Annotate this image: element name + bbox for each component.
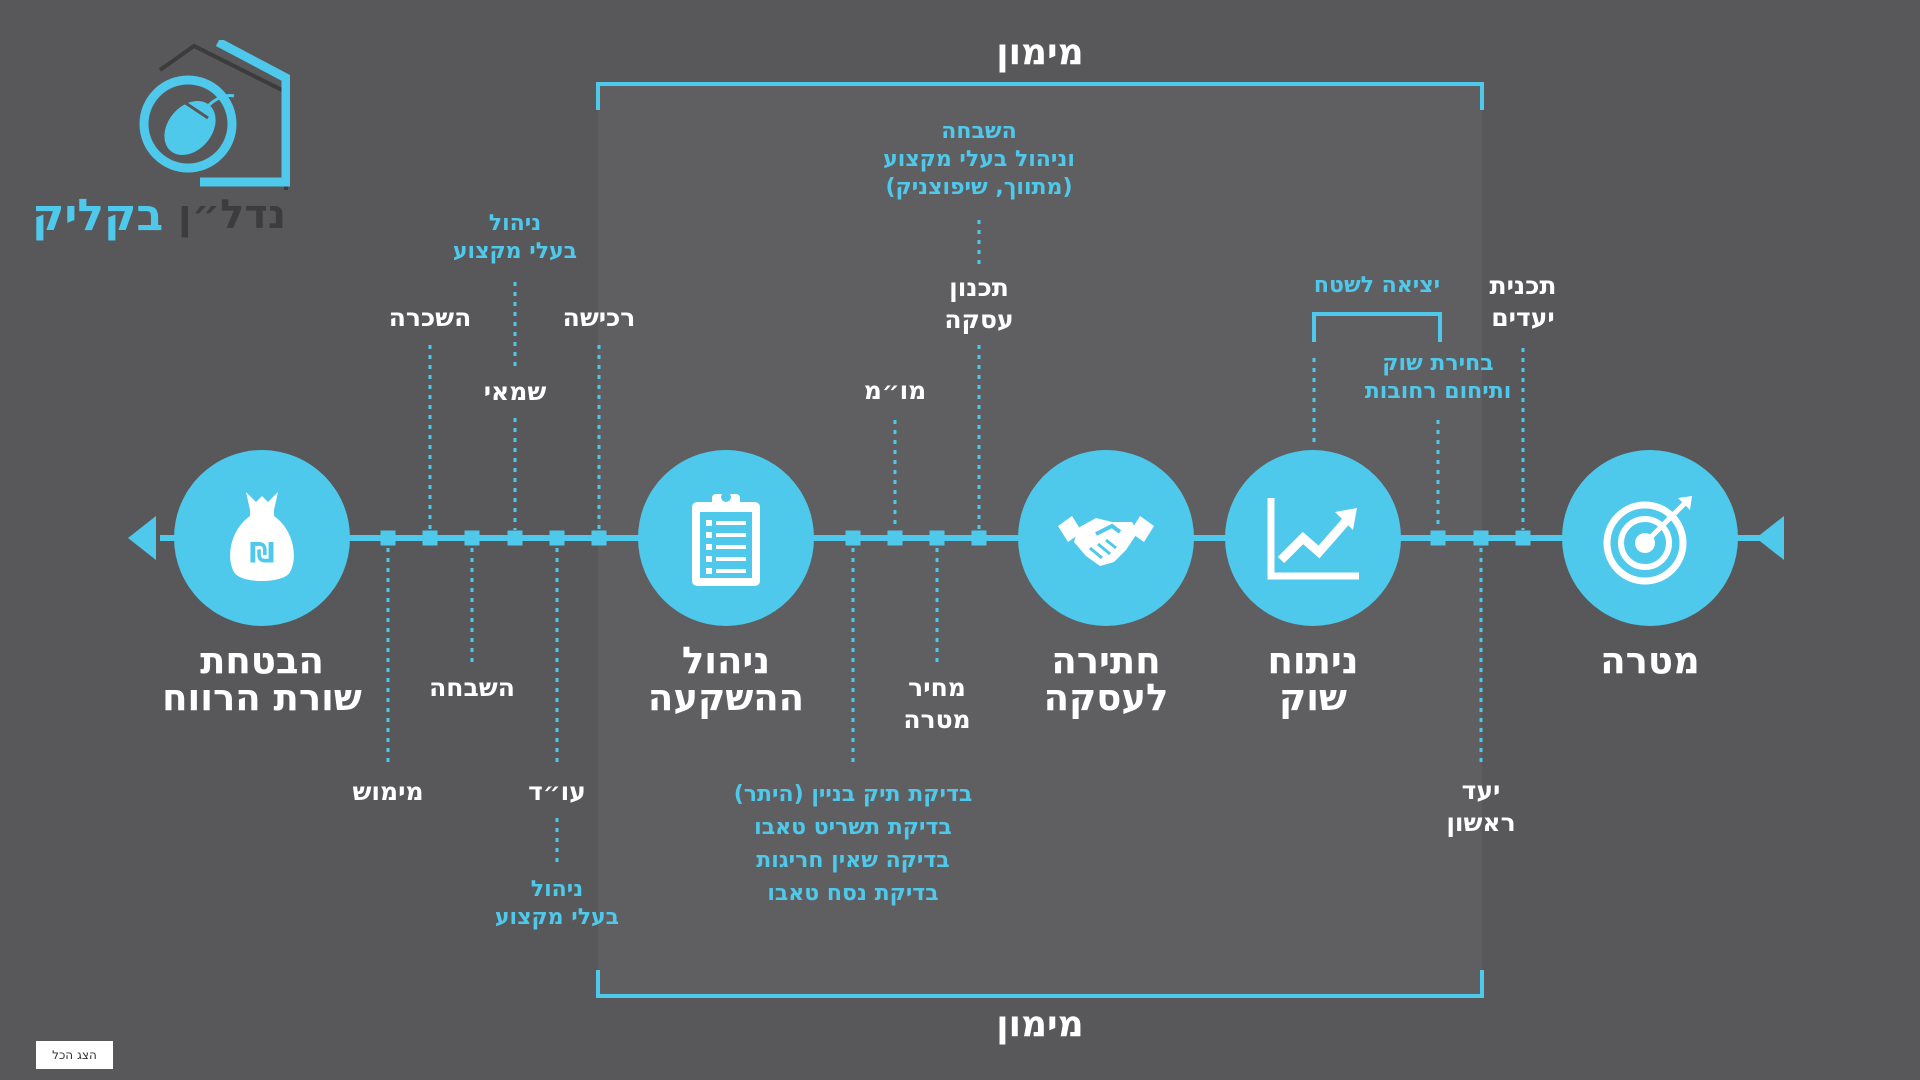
chart-up-icon [1267, 498, 1359, 580]
svg-text:₪: ₪ [249, 536, 274, 569]
funding-bracket-bottom [596, 970, 1484, 998]
label-checklist: בדיקת תיק בניין (היתר) בדיקת תשריט טאבו … [733, 782, 973, 906]
handshake-icon [1058, 516, 1154, 566]
label-target-plan: תכנית יעדים [1489, 271, 1557, 332]
stage-market-analysis [1225, 450, 1401, 626]
label-target-price: מחיר מטרה [903, 673, 971, 734]
brand-name: בקליק [32, 190, 164, 241]
label-deal-planning: תכנון עסקה [944, 273, 1014, 334]
milestone-marker [929, 530, 945, 546]
label-appraiser-pro: ניהול בעלי מקצוע [452, 211, 578, 265]
milestone-marker [1473, 530, 1489, 546]
label-lawyer-pro: ניהול בעלי מקצוע [494, 877, 620, 931]
label-lawyer: עו״ד [528, 777, 586, 806]
stage-title: ניתוח שוק [1267, 639, 1359, 719]
brand-sub: נדל״ן [178, 192, 286, 238]
label-improvement: השבחה [429, 673, 515, 702]
milestone-marker [464, 530, 480, 546]
money-bag-icon: ₪ [230, 492, 294, 581]
milestone-marker [845, 530, 861, 546]
funding-bracket-top [596, 82, 1484, 110]
target-icon [1603, 496, 1692, 585]
field-trip-bracket [1312, 312, 1442, 342]
milestone-marker [1430, 530, 1446, 546]
label-rental: השכרה [388, 303, 472, 332]
brand-logo: בקליק נדל״ן [30, 40, 300, 255]
label-improvement-pro: השבחה וניהול בעלי מקצוע (מתווך, שיפוצניק… [883, 119, 1075, 201]
stage-investment-management [638, 450, 814, 626]
funding-title-top: מימון [996, 32, 1084, 73]
milestone-marker [971, 530, 987, 546]
label-field-trip: יציאה לשטח [1313, 273, 1441, 298]
stage-title: הבטחת שורת הרווח [162, 639, 362, 719]
connectors [386, 220, 1525, 868]
milestone-marker [380, 530, 396, 546]
milestone-marker [887, 530, 903, 546]
stage-deal [1018, 450, 1194, 626]
funding-title-bottom: מימון [996, 1004, 1084, 1045]
label-appraiser: שמאי [483, 377, 547, 406]
milestone-marker [549, 530, 565, 546]
label-negotiation: מו״מ [863, 376, 927, 405]
arrow-left-icon [128, 516, 156, 560]
house-mouse-icon [139, 40, 290, 190]
label-first-goal: יעד ראשון [1446, 776, 1516, 837]
milestone-marker [1515, 530, 1531, 546]
stage-title: מטרה [1600, 639, 1700, 682]
arrow-left-icon [1756, 516, 1784, 560]
show-all-button[interactable]: הצג הכל [36, 1041, 113, 1069]
stage-profit: ₪ [174, 450, 350, 626]
milestone-marker [422, 530, 438, 546]
stage-title: ניהול ההשקעה [647, 639, 805, 719]
label-purchase: רכישה [562, 303, 636, 332]
stage-target [1562, 450, 1738, 626]
milestone-marker [591, 530, 607, 546]
clipboard-icon [692, 492, 760, 586]
stage-title: חתירה לעסקה [1043, 639, 1169, 719]
label-market-zoning: בחירת שוק ותיחום רחובות [1364, 351, 1512, 405]
label-realization: מימוש [352, 777, 424, 806]
milestone-marker [507, 530, 523, 546]
